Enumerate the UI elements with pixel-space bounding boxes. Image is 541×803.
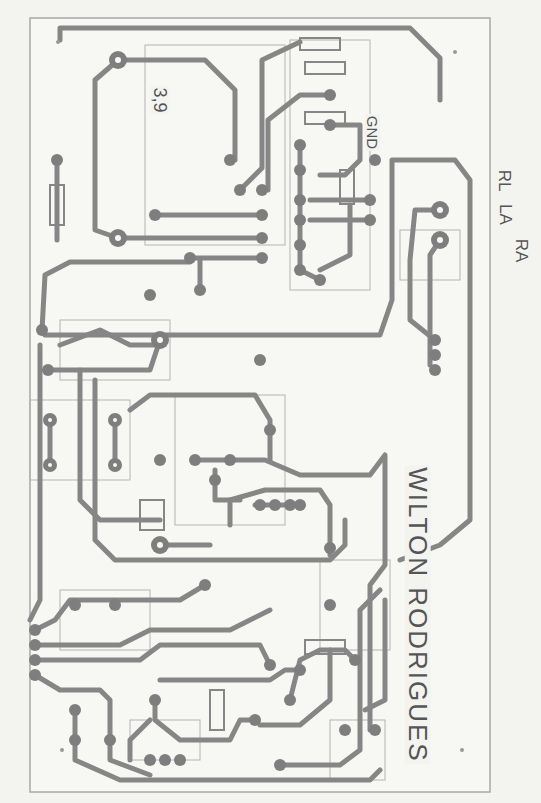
drill-holes bbox=[48, 57, 443, 548]
silkscreen-label: 3,9 bbox=[151, 85, 169, 114]
silkscreen-label: WILTON RODRIGUES bbox=[405, 465, 431, 764]
silkscreen-label: LA bbox=[496, 202, 513, 227]
silkscreen-label: GND bbox=[366, 113, 381, 150]
resistor-symbols bbox=[50, 38, 354, 730]
pads bbox=[29, 51, 449, 771]
copper-traces bbox=[30, 28, 470, 780]
corner-marks bbox=[56, 40, 464, 752]
silkscreen-label: RL bbox=[496, 167, 513, 193]
component-outlines bbox=[30, 40, 460, 780]
silkscreen-label: RA bbox=[514, 236, 531, 264]
board-outline bbox=[30, 18, 490, 792]
